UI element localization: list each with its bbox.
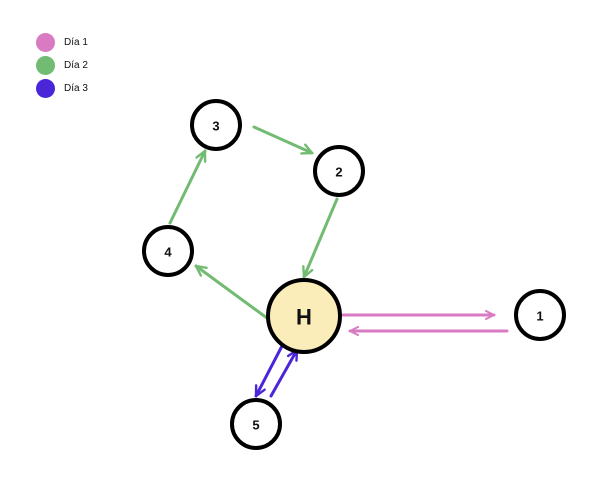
legend: Día 1 Día 2 Día 3 <box>36 31 88 100</box>
legend-dot-day1 <box>36 33 55 52</box>
node-5: 5 <box>230 398 282 450</box>
legend-label-day2: Día 2 <box>64 60 88 71</box>
legend-label-day1: Día 1 <box>64 37 88 48</box>
legend-dot-day3 <box>36 79 55 98</box>
node-hub: H <box>266 278 342 354</box>
edge-5-to-h <box>269 348 299 398</box>
node-2: 2 <box>313 145 365 197</box>
edge-4-to-3 <box>168 149 207 225</box>
node-5-label: 5 <box>252 418 259 433</box>
node-hub-label: H <box>296 305 312 330</box>
legend-dot-day2 <box>36 56 55 75</box>
legend-label-day3: Día 3 <box>64 83 88 94</box>
edge-h-to-4 <box>194 264 269 320</box>
legend-item-day1: Día 1 <box>36 31 88 54</box>
node-4-label: 4 <box>164 245 172 260</box>
edge-h-to-5 <box>254 344 284 398</box>
legend-item-day3: Día 3 <box>36 77 88 100</box>
node-1: 1 <box>514 289 566 341</box>
edge-3-to-2 <box>252 125 314 155</box>
node-1-label: 1 <box>536 309 543 324</box>
node-3: 3 <box>190 99 242 151</box>
node-4: 4 <box>142 225 194 277</box>
edge-2-to-h <box>302 197 339 279</box>
node-2-label: 2 <box>335 165 342 180</box>
legend-item-day2: Día 2 <box>36 54 88 77</box>
node-3-label: 3 <box>212 119 219 134</box>
